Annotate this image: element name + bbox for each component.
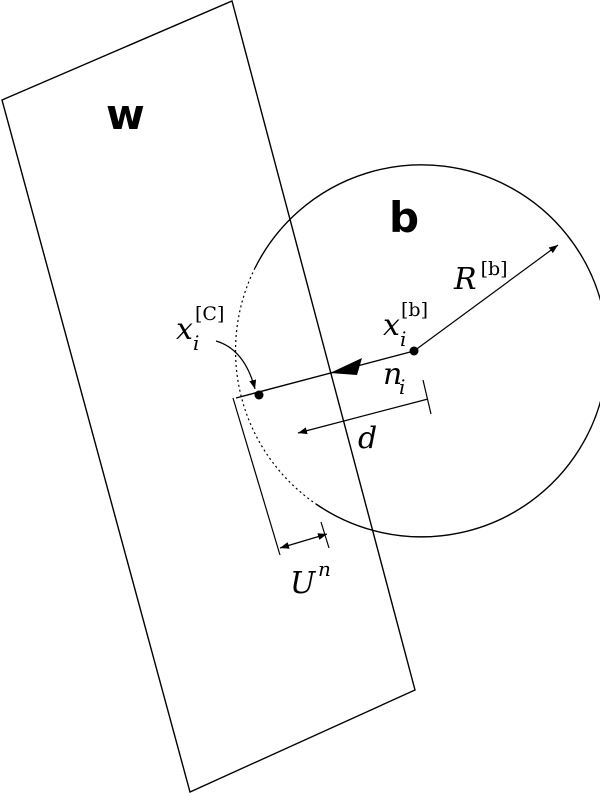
center-label-sub: i — [400, 327, 406, 351]
radius-label: R [b] — [453, 258, 508, 297]
contact-label-sub: i — [193, 331, 199, 355]
distance-label: d — [358, 421, 377, 456]
wall-rectangle — [1, 0, 416, 793]
contact-pointer-arrow — [215, 340, 257, 390]
contact-label-sup: [C] — [195, 303, 224, 325]
overlap-label-sup: n — [318, 557, 331, 581]
distance-dimension-line — [297, 398, 429, 435]
body-label: b — [389, 193, 419, 242]
overlap-boundary-line — [232, 397, 281, 556]
normal-line — [235, 350, 415, 399]
overlap-label: U — [290, 566, 317, 601]
radius-line — [413, 244, 559, 352]
wall-label: w — [106, 90, 145, 139]
overlap-tick — [320, 521, 330, 549]
contact-point — [254, 390, 264, 400]
body-circle-hidden-arc — [234, 267, 317, 505]
overlap-dimension-line — [279, 533, 328, 549]
center-point — [409, 346, 419, 356]
distance-tick — [422, 379, 432, 415]
center-label-sup: [b] — [401, 299, 428, 321]
body-circle — [254, 164, 600, 538]
normal-label-sub: i — [399, 375, 405, 399]
normal-arrowhead — [330, 358, 362, 375]
normal-label: n — [383, 357, 402, 392]
contact-label: x — [176, 312, 193, 347]
center-label: x — [383, 308, 400, 343]
